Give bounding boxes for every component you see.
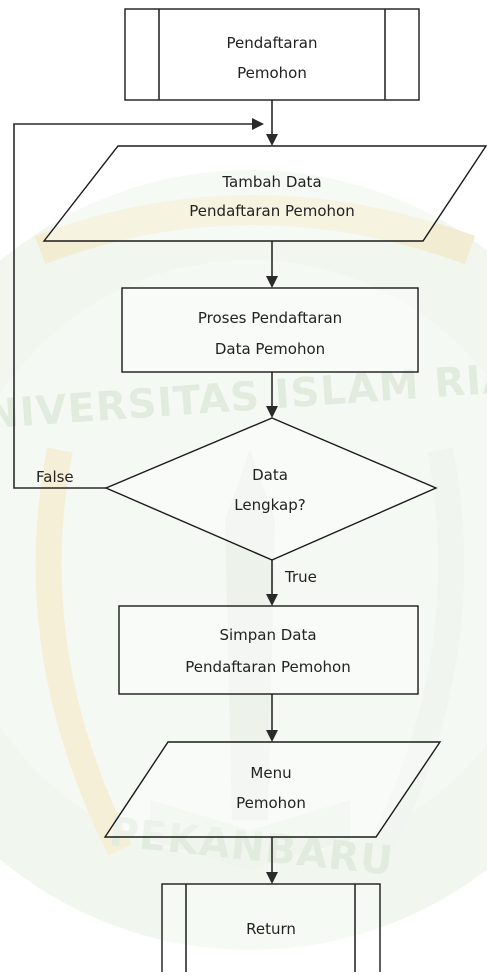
process-label-line2: Data Pemohon: [215, 340, 325, 358]
seal-wheat-left: [35, 447, 132, 856]
arrowhead-output: [266, 730, 278, 742]
node-end: Return: [161, 883, 381, 975]
arrowhead-end: [266, 872, 278, 884]
save-label-line2: Pendaftaran Pemohon: [185, 658, 350, 676]
start-label-line1: Pendaftaran: [227, 34, 318, 52]
decision-label-line2: Lengkap?: [234, 496, 305, 514]
end-label: Return: [246, 920, 296, 938]
node-decision: Data Lengkap?: [104, 417, 438, 561]
decision-label-line1: Data: [252, 466, 288, 484]
save-label-line1: Simpan Data: [219, 626, 316, 644]
seal-garland: [34, 195, 476, 265]
output-shape: [103, 741, 442, 838]
save-shape: [118, 605, 419, 695]
connectors: [13, 100, 278, 884]
input-label-line2: Pendaftaran Pemohon: [189, 202, 354, 220]
true-label: True: [284, 568, 317, 586]
university-seal-watermark: UNIVERSITAS ISLAM RIAU PEKANBARU: [0, 170, 487, 950]
decision-shape: [104, 417, 438, 561]
output-label-line1: Menu: [250, 764, 291, 782]
process-label-line1: Proses Pendaftaran: [198, 309, 342, 327]
seal-tower: [225, 450, 275, 820]
input-shape: [42, 145, 487, 242]
arrowhead-input: [266, 134, 278, 146]
process-shape: [121, 287, 419, 373]
start-label-line2: Pemohon: [237, 64, 307, 82]
output-label-line2: Pemohon: [236, 794, 306, 812]
node-input: Tambah Data Pendaftaran Pemohon: [42, 145, 487, 242]
arrowhead-save: [266, 594, 278, 606]
node-output: Menu Pemohon: [103, 741, 442, 838]
node-process: Proses Pendaftaran Data Pemohon: [121, 287, 419, 373]
node-save: Simpan Data Pendaftaran Pemohon: [118, 605, 419, 695]
arrowhead-process: [266, 276, 278, 288]
arrowhead-decision: [266, 406, 278, 418]
false-label: False: [36, 468, 74, 486]
input-label-line1: Tambah Data: [221, 173, 321, 191]
start-shape: [124, 8, 420, 101]
seal-book: [150, 800, 350, 870]
edge-false-loop: [13, 123, 256, 489]
arrowhead-false-loop: [252, 118, 264, 130]
